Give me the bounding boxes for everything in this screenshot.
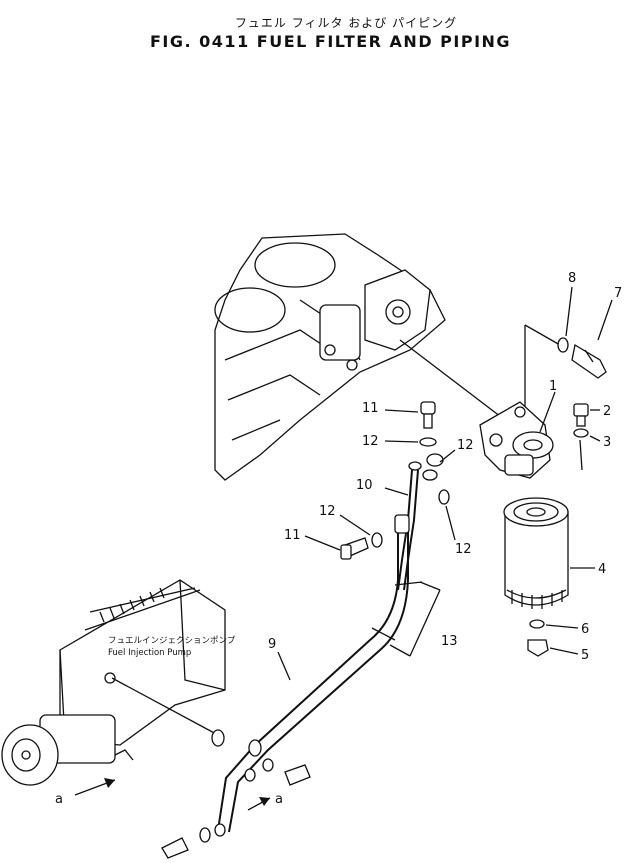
eye-bolt-11-upper — [420, 401, 436, 429]
fuel-injection-pump: フュエルインジェクションポンプ Fuel Injection Pump — [1, 579, 236, 786]
callout-9: 9 — [268, 637, 276, 652]
filter-head — [479, 401, 554, 479]
washer-3 — [573, 428, 589, 438]
callout-leaders — [277, 286, 613, 681]
callout-7: 7 — [614, 286, 622, 301]
callout-12-left: 12 — [319, 504, 336, 519]
drain-plug-5 — [527, 639, 549, 657]
callout-5: 5 — [581, 648, 589, 663]
pump-label-japanese: フュエルインジェクションポンプ — [108, 636, 236, 646]
eye-bolt-11-left — [340, 537, 369, 560]
bolt-2 — [573, 403, 589, 427]
callout-11-left: 11 — [284, 528, 301, 543]
fuel-pipe-9 — [217, 514, 410, 833]
pump-label-english: Fuel Injection Pump — [108, 648, 191, 658]
figure-title: FIG. 0411 FUEL FILTER AND PIPING — [150, 32, 512, 51]
title-japanese: フュエル フィルタ および パイピング — [234, 16, 458, 30]
callout-12-mid: 12 — [455, 542, 472, 557]
eye-bolt-bottom-left — [161, 837, 189, 859]
clamp-13 — [371, 581, 441, 657]
eye-bolt-bottom-right — [284, 764, 311, 786]
callout-3: 3 — [603, 435, 611, 450]
view-a-arrow-left: a — [55, 749, 134, 807]
view-a-arrow-right: a — [247, 792, 283, 811]
washer-12-upper — [419, 437, 437, 447]
washer-6 — [529, 619, 545, 629]
washer-12-mid — [438, 489, 450, 505]
callout-12-upper: 12 — [362, 434, 379, 449]
callout-12-right: 12 — [457, 438, 474, 453]
callout-11-upper: 11 — [362, 401, 379, 416]
callout-1: 1 — [549, 379, 557, 394]
bolt-7 — [571, 343, 607, 379]
callout-4: 4 — [598, 562, 606, 577]
callout-13: 13 — [441, 634, 458, 649]
callout-2: 2 — [603, 404, 611, 419]
fuel-filter-cartridge — [503, 497, 569, 609]
callout-6: 6 — [581, 622, 589, 637]
callout-10: 10 — [356, 478, 373, 493]
view-a-label-left: a — [55, 792, 63, 807]
washer-8 — [557, 337, 569, 353]
callout-8: 8 — [568, 271, 576, 286]
fuel-pipe-10 — [397, 469, 413, 591]
washer-12-left — [371, 532, 383, 548]
engine-block — [214, 233, 446, 481]
view-a-label-right: a — [275, 792, 283, 807]
